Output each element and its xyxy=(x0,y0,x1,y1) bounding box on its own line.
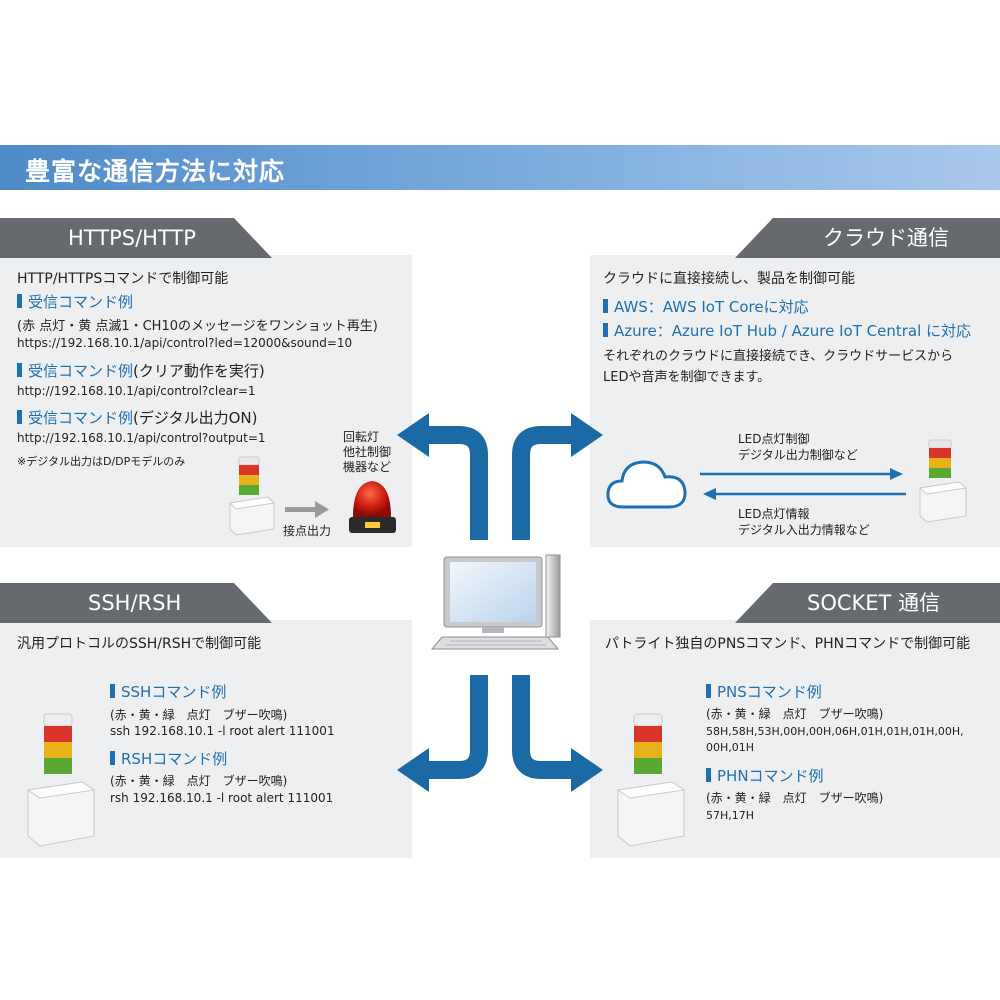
ssh-command: ssh 192.168.10.1 -l root alert 111001 xyxy=(110,724,335,738)
rotating-beacon-icon xyxy=(349,481,396,533)
ssh-command-heading: SSHコマンド例 xyxy=(110,681,226,702)
https-example1-heading: 受信コマンド例 xyxy=(17,291,133,312)
cloud-down-label-1: LED点灯制御 xyxy=(738,432,810,446)
pns-command-line2: 00H,01H xyxy=(706,741,755,754)
signal-tower-icon xyxy=(616,713,686,847)
cloud-up-label-2: デジタル入出力情報など xyxy=(738,523,870,537)
cloud-description-2: LEDや音声を制御できます。 xyxy=(603,370,771,385)
rsh-command-note: (赤・黄・緑 点灯 ブザー吹鳴) xyxy=(110,774,288,788)
rsh-command: rsh 192.168.10.1 -l root alert 111001 xyxy=(110,791,334,805)
socket-lead: パトライト独自のPNSコマンド、PHNコマンドで制御可能 xyxy=(605,636,971,652)
signal-tower-icon xyxy=(918,439,968,523)
socket-tab: SOCKET 通信 xyxy=(735,583,1000,623)
phn-command-heading: PHNコマンド例 xyxy=(706,765,824,786)
https-example1-command: https://192.168.10.1/api/control?led=120… xyxy=(17,336,353,350)
https-panel xyxy=(0,255,412,547)
cloud-up-label-1: LED点灯情報 xyxy=(738,507,810,521)
rsh-command-heading: RSHコマンド例 xyxy=(110,748,227,769)
cloud-lead: クラウドに直接接続し、製品を制御可能 xyxy=(603,271,855,287)
ssh-tab: SSH/RSH xyxy=(0,583,272,623)
ssh-tab-label: SSH/RSH xyxy=(88,591,182,615)
phn-command: 57H,17H xyxy=(706,809,755,822)
ssh-lead: 汎用プロトコルのSSH/RSHで制御可能 xyxy=(17,636,262,652)
beacon-label: 回転灯 他社制御 機器など xyxy=(343,430,392,474)
pns-command-heading: PNSコマンド例 xyxy=(706,681,822,702)
page-title: 豊富な通信方法に対応 xyxy=(25,157,286,186)
https-example2-command: http://192.168.10.1/api/control?clear=1 xyxy=(17,384,256,398)
ssh-command-note: (赤・黄・緑 点灯 ブザー吹鳴) xyxy=(110,708,288,722)
cloud-down-label-2: デジタル出力制御など xyxy=(738,448,858,462)
https-tab-label: HTTPS/HTTP xyxy=(68,226,196,250)
cloud-data-arrows xyxy=(700,468,906,500)
pns-command-line1: 58H,58H,53H,00H,00H,06H,01H,01H,01H,00H, xyxy=(706,725,964,738)
https-footnote: ※デジタル出力はD/DPモデルのみ xyxy=(17,455,186,468)
https-tab: HTTPS/HTTP xyxy=(0,218,272,258)
signal-tower-icon xyxy=(228,456,276,536)
https-example3-command: http://192.168.10.1/api/control?output=1 xyxy=(17,431,266,445)
computer-icon xyxy=(430,554,561,650)
https-example1-note: (赤 点灯・黄 点滅1・CH10のメッセージをワンショット再生) xyxy=(17,319,378,334)
phn-command-note: (赤・黄・緑 点灯 ブザー吹鳴) xyxy=(706,791,884,805)
https-example2-heading: 受信コマンド例(クリア動作を実行) xyxy=(17,360,265,381)
pns-command-note: (赤・黄・緑 点灯 ブザー吹鳴) xyxy=(706,707,884,721)
socket-tab-label: SOCKET 通信 xyxy=(807,591,941,615)
cloud-tab-label: クラウド通信 xyxy=(823,226,949,250)
title-banner: 豊富な通信方法に対応 xyxy=(0,145,1000,190)
cloud-description-1: それぞれのクラウドに直接接続でき、クラウドサービスから xyxy=(603,349,954,364)
central-arrows xyxy=(397,413,603,792)
signal-tower-icon xyxy=(26,713,96,847)
cloud-tab: クラウド通信 xyxy=(735,218,1000,258)
cloud-azure: Azure：Azure IoT Hub / Azure IoT Central … xyxy=(603,320,971,341)
cloud-icon xyxy=(606,460,687,509)
https-lead: HTTP/HTTPSコマンドで制御可能 xyxy=(17,271,229,287)
cloud-aws: AWS：AWS IoT Coreに対応 xyxy=(603,296,809,317)
arrow-right-icon xyxy=(285,501,329,518)
https-example3-heading: 受信コマンド例(デジタル出力ON) xyxy=(17,407,257,428)
contact-output-label: 接点出力 xyxy=(283,524,332,538)
